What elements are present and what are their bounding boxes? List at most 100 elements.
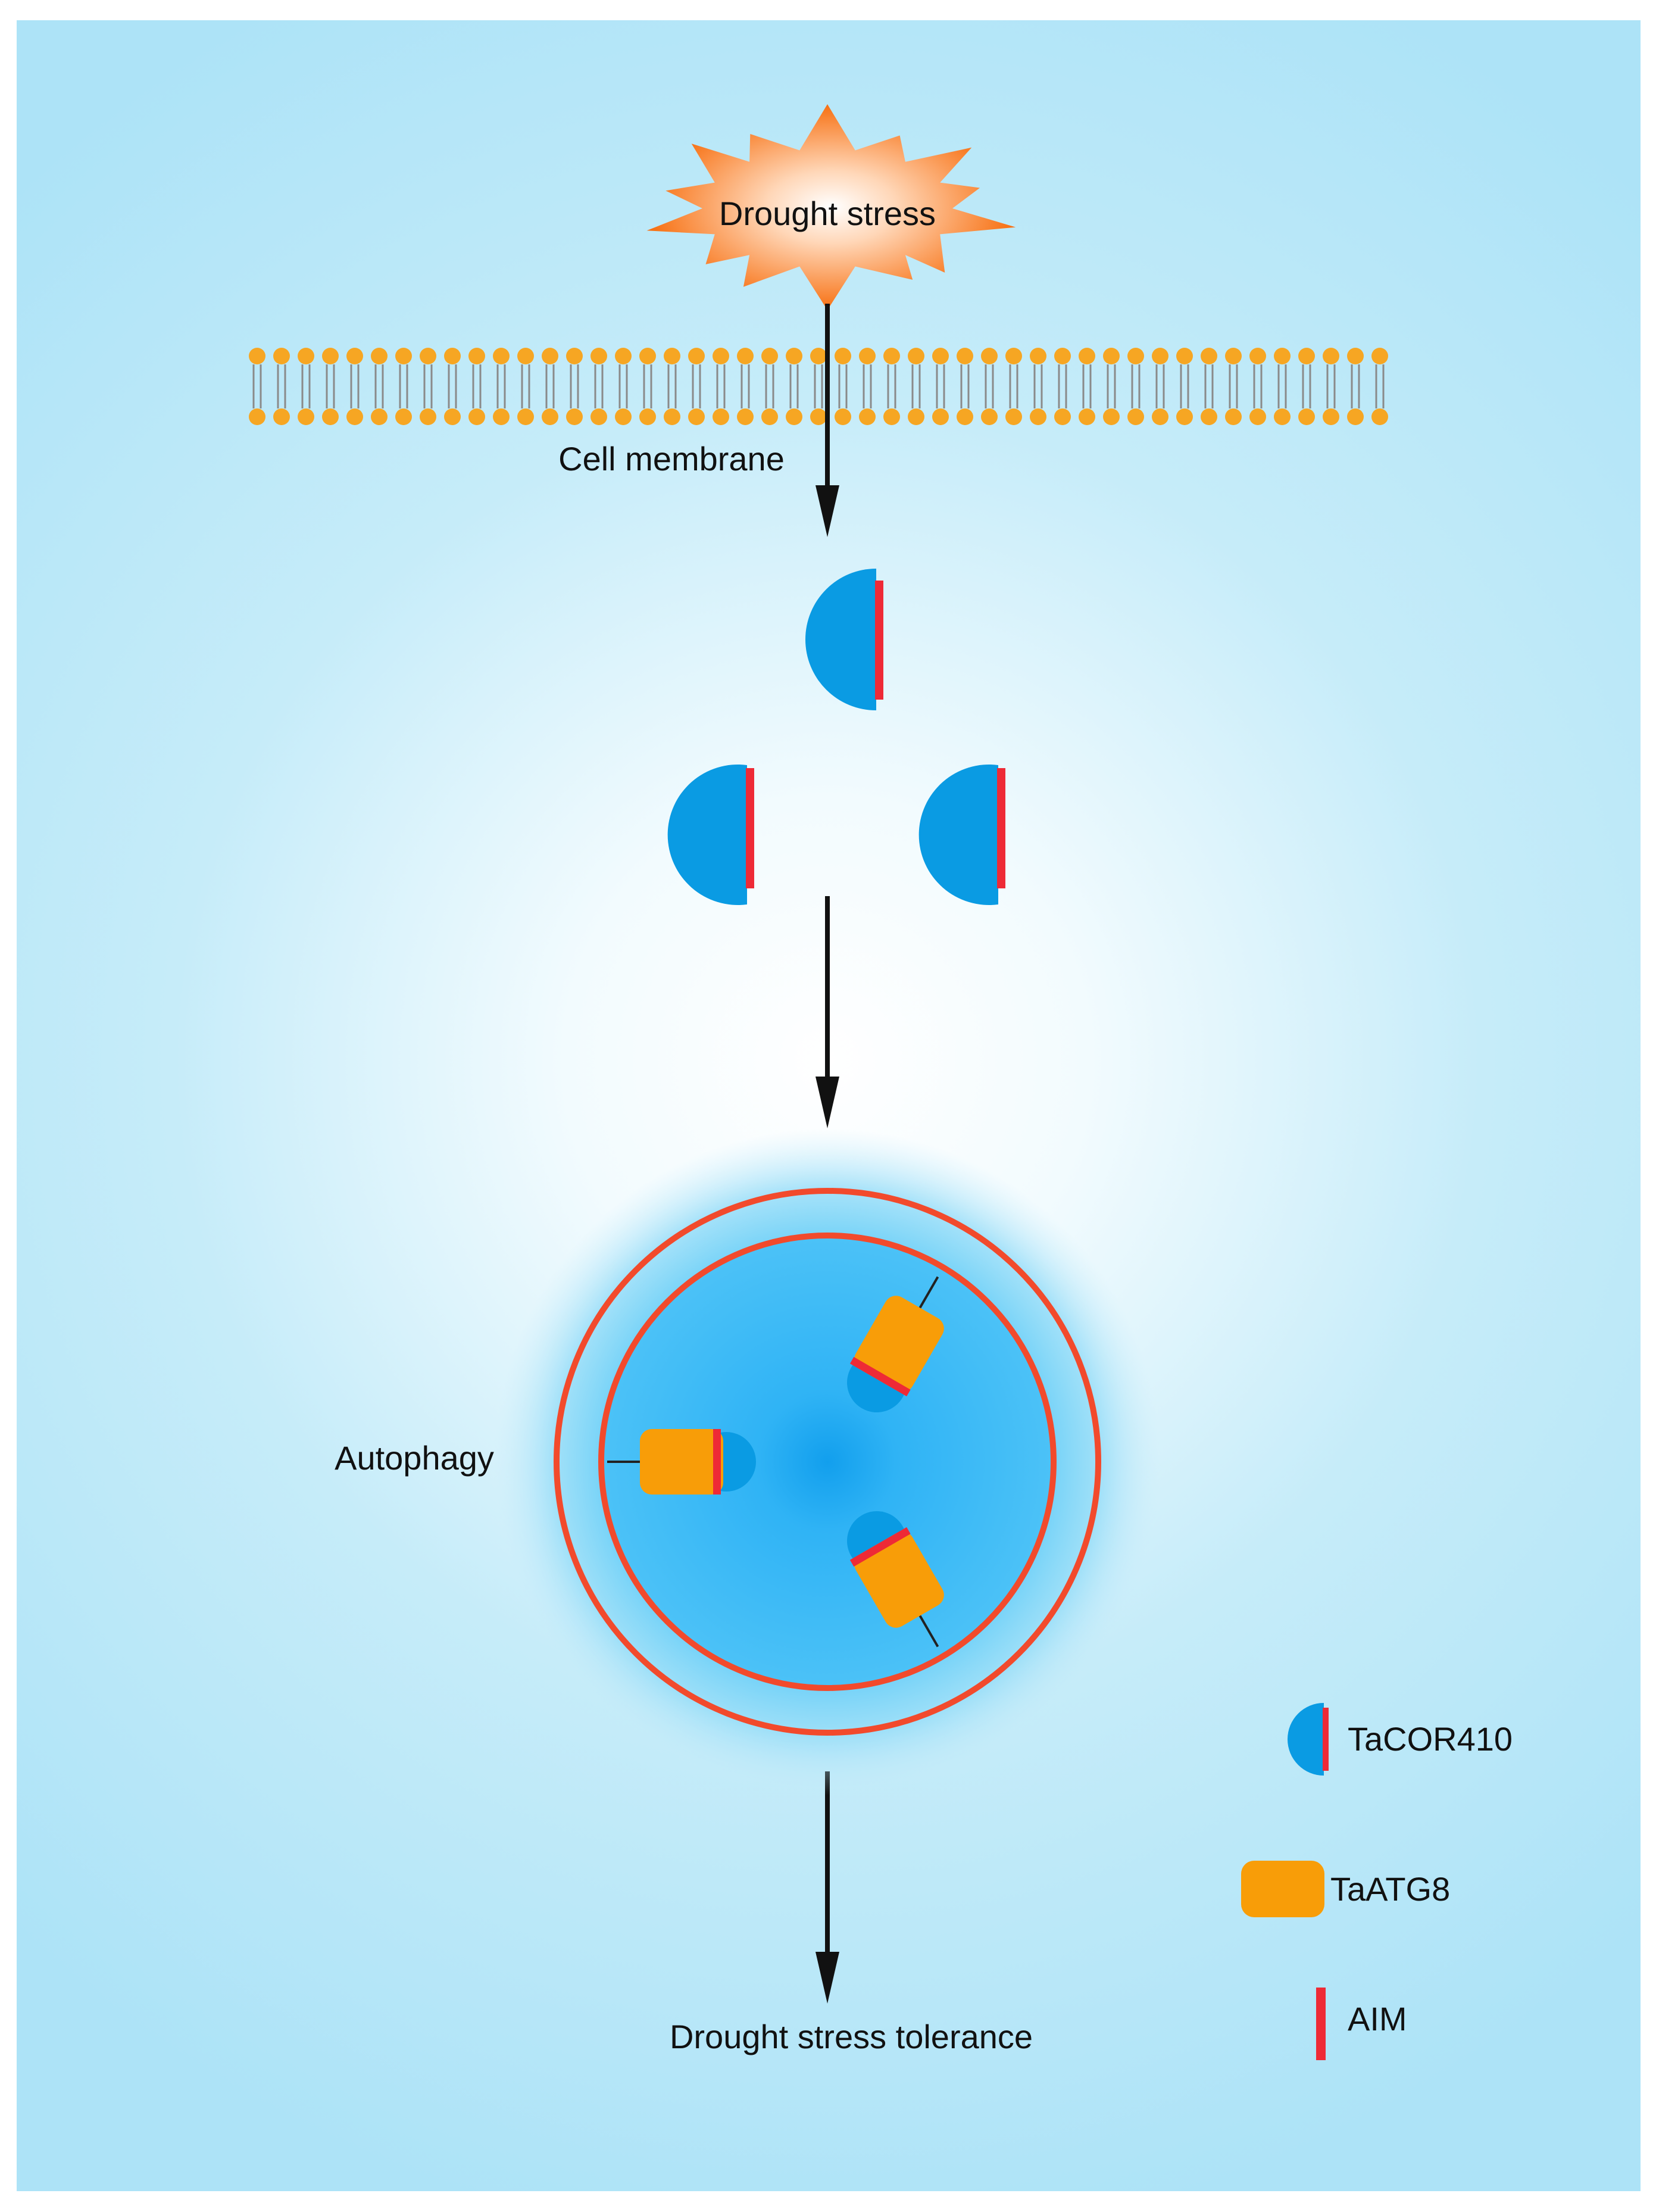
lipid-tails-16	[643, 364, 652, 408]
lipid-head-inner-17	[664, 408, 680, 425]
lipid-tails-45	[1351, 364, 1360, 408]
lipid-tails-25	[863, 364, 872, 408]
lipid-tails-28	[936, 364, 945, 408]
lipid-tails-0	[252, 364, 262, 408]
lipid-tails-14	[594, 364, 604, 408]
outer-membrane-ring	[554, 1188, 1101, 1736]
arrow-cor410-to-autophagy	[815, 896, 839, 1128]
lipid-head-outer-36	[1127, 348, 1144, 364]
lipid-tails-1	[277, 364, 286, 408]
lipid-head-inner-30	[981, 408, 998, 425]
legend-taatg8-icon	[1241, 1861, 1324, 1917]
lipid-tails-39	[1204, 364, 1214, 408]
lipid-head-outer-22	[786, 348, 802, 364]
lipid-head-inner-19	[713, 408, 729, 425]
lipid-head-inner-10	[493, 408, 510, 425]
lipid-head-outer-34	[1079, 348, 1095, 364]
lipid-head-inner-26	[883, 408, 900, 425]
lipid-head-inner-20	[737, 408, 754, 425]
lipid-head-outer-43	[1298, 348, 1315, 364]
lipid-tails-26	[887, 364, 896, 408]
lipid-tails-22	[789, 364, 799, 408]
legend-item-taatg8: TaATG8	[1241, 1861, 1450, 1917]
lipid-head-outer-40	[1225, 348, 1242, 364]
tacor410-molecule-top	[805, 569, 883, 710]
lipid-tails-36	[1131, 364, 1141, 408]
lipid-head-inner-46	[1371, 408, 1388, 425]
cell-membrane-bilayer	[249, 348, 1388, 425]
lipid-head-inner-45	[1347, 408, 1364, 425]
lipid-head-inner-35	[1103, 408, 1120, 425]
lipid-head-inner-36	[1127, 408, 1144, 425]
lipid-head-inner-27	[908, 408, 924, 425]
lipid-head-outer-32	[1030, 348, 1046, 364]
lipid-head-outer-45	[1347, 348, 1364, 364]
lipid-head-inner-13	[566, 408, 583, 425]
lipid-head-outer-14	[590, 348, 607, 364]
lipid-head-outer-11	[517, 348, 534, 364]
drought-stress-label: Drought stress	[719, 195, 936, 232]
lipid-tails-9	[472, 364, 482, 408]
lipid-head-inner-18	[688, 408, 705, 425]
lipid-head-inner-24	[835, 408, 851, 425]
lipid-tails-20	[740, 364, 750, 408]
lipid-tails-19	[716, 364, 726, 408]
lipid-head-inner-41	[1249, 408, 1266, 425]
lipid-head-outer-17	[664, 348, 680, 364]
lipid-tails-32	[1033, 364, 1043, 408]
lipid-head-outer-7	[420, 348, 436, 364]
lipid-head-outer-23	[810, 348, 827, 364]
lipid-head-inner-8	[444, 408, 461, 425]
lipid-head-inner-9	[468, 408, 485, 425]
lipid-head-outer-42	[1274, 348, 1291, 364]
lipid-head-inner-1	[273, 408, 290, 425]
legend: TaCOR410 TaATG8 AIM	[1241, 1703, 1513, 2060]
lipid-head-outer-39	[1201, 348, 1217, 364]
lipid-head-inner-22	[786, 408, 802, 425]
lipid-tails-12	[545, 364, 555, 408]
legend-item-tacor410: TaCOR410	[1288, 1703, 1513, 1776]
lipid-head-outer-38	[1176, 348, 1193, 364]
lipid-head-inner-2	[298, 408, 314, 425]
lipid-tails-21	[765, 364, 774, 408]
tacor410-taatg8-complex-upper	[847, 1276, 944, 1412]
lipid-tails-34	[1082, 364, 1092, 408]
lipid-tails-24	[838, 364, 848, 408]
lipid-tails-27	[911, 364, 921, 408]
lipid-head-outer-16	[639, 348, 656, 364]
lipid-tails-6	[399, 364, 408, 408]
lipid-head-outer-33	[1054, 348, 1071, 364]
lipid-head-outer-26	[883, 348, 900, 364]
lipid-head-outer-4	[346, 348, 363, 364]
lipid-tails-17	[667, 364, 677, 408]
inner-membrane-ring	[598, 1233, 1057, 1691]
arrow-autophagy-to-tolerance	[815, 1771, 839, 2004]
lipid-head-inner-25	[859, 408, 876, 425]
lipid-head-outer-18	[688, 348, 705, 364]
lipid-head-outer-24	[835, 348, 851, 364]
cell-membrane-label: Cell membrane	[558, 440, 785, 478]
autophagy-label: Autophagy	[335, 1439, 494, 1477]
legend-tacor410-label: TaCOR410	[1348, 1720, 1513, 1758]
lipid-head-outer-9	[468, 348, 485, 364]
lipid-tails-4	[350, 364, 360, 408]
lipid-head-outer-46	[1371, 348, 1388, 364]
lipid-tails-42	[1277, 364, 1287, 408]
lipid-head-inner-3	[322, 408, 339, 425]
lipid-head-outer-20	[737, 348, 754, 364]
lipid-head-inner-33	[1054, 408, 1071, 425]
lipid-tails-31	[1009, 364, 1018, 408]
lipid-tails-43	[1302, 364, 1311, 408]
lipid-tails-3	[326, 364, 335, 408]
lipid-tails-8	[448, 364, 457, 408]
lipid-head-outer-28	[932, 348, 949, 364]
arrow-stress-to-cor410	[815, 304, 839, 537]
lipid-head-inner-15	[615, 408, 632, 425]
lipid-tails-46	[1375, 364, 1385, 408]
lipid-head-outer-29	[957, 348, 973, 364]
lipid-head-outer-10	[493, 348, 510, 364]
lipid-head-outer-30	[981, 348, 998, 364]
lipid-head-inner-23	[810, 408, 827, 425]
legend-item-aim: AIM	[1316, 1988, 1407, 2060]
lipid-head-outer-0	[249, 348, 265, 364]
